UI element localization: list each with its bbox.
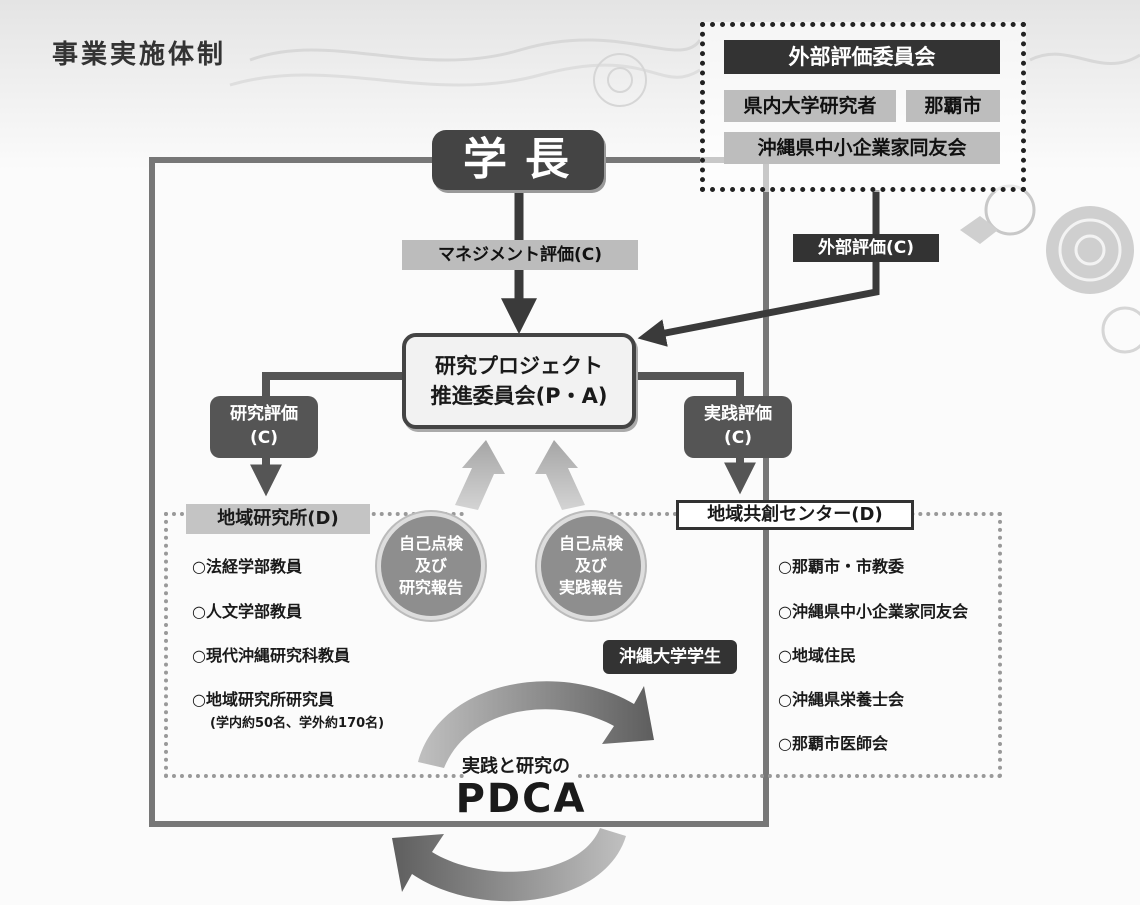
co-creation-center-label: 地域共創センター(D) [676, 500, 914, 530]
regional-institute-label: 地域研究所(D) [186, 504, 370, 534]
pdca-title: PDCA [455, 776, 587, 822]
external-member-researchers: 県内大学研究者 [724, 90, 896, 122]
research-eval-line2: (C) [249, 428, 278, 448]
external-member-naha: 那覇市 [906, 90, 1000, 122]
pdca-cycle-arrow-top [418, 681, 654, 768]
external-eval-arrow [637, 190, 880, 347]
students-label: 沖縄大学学生 [603, 640, 737, 674]
institute-member-count-note: (学内約50名、学外約170名) [210, 716, 385, 731]
self-check-research-line1: 自己点検 [398, 534, 463, 553]
center-member-medical-assoc: ○那覇市医師会 [778, 734, 888, 753]
self-check-practice-line1: 自己点検 [558, 534, 623, 553]
center-member-sme-association: ○沖縄県中小企業家同友会 [778, 602, 968, 621]
institute-member-humanities: ○人文学部教員 [192, 602, 302, 621]
self-check-research-line2: 及び [414, 556, 447, 575]
president-box: 学長 [432, 130, 604, 190]
self-check-practice-badge: 自己点検 及び 実践報告 [537, 512, 645, 620]
pdca-cycle-arrow-bottom [392, 828, 626, 902]
institute-member-law-econ: ○法経学部教員 [192, 557, 302, 576]
self-report-arrow-research [455, 440, 505, 510]
self-report-arrow-practice [535, 440, 585, 510]
external-committee-header: 外部評価委員会 [724, 40, 1000, 74]
self-check-practice-line2: 及び [574, 556, 607, 575]
research-eval-line [262, 372, 402, 396]
institute-member-researchers: ○地域研究所研究員 [192, 690, 334, 709]
center-member-naha: ○那覇市・市教委 [778, 557, 904, 576]
research-eval-line1: 研究評価 [230, 404, 298, 424]
center-member-dietitians: ○沖縄県栄養士会 [778, 690, 904, 709]
practice-eval-line [636, 372, 744, 396]
center-member-residents: ○地域住民 [778, 646, 856, 665]
committee-line1: 研究プロジェクト [435, 354, 603, 378]
committee-line2: 推進委員会(P・A) [430, 384, 608, 408]
practice-eval-line1: 実践評価 [704, 404, 772, 424]
pdca-subtitle: 実践と研究の [462, 756, 570, 777]
external-member-sme-association: 沖縄県中小企業家同友会 [724, 132, 1000, 164]
self-check-practice-line3: 実践報告 [558, 578, 623, 597]
practice-eval-line2: (C) [723, 428, 752, 448]
practice-eval-box: 実践評価 (C) [684, 396, 792, 458]
research-eval-box: 研究評価 (C) [210, 396, 318, 458]
project-committee-box: 研究プロジェクト 推進委員会(P・A) [402, 333, 636, 429]
external-eval-label: 外部評価(C) [793, 234, 939, 262]
self-check-research-badge: 自己点検 及び 研究報告 [377, 512, 485, 620]
page-title: 事業実施体制 [52, 40, 227, 70]
institute-member-okinawa-studies: ○現代沖縄研究科教員 [192, 646, 350, 665]
management-eval-label: マネジメント評価(C) [402, 240, 638, 270]
self-check-research-line3: 研究報告 [398, 578, 463, 597]
